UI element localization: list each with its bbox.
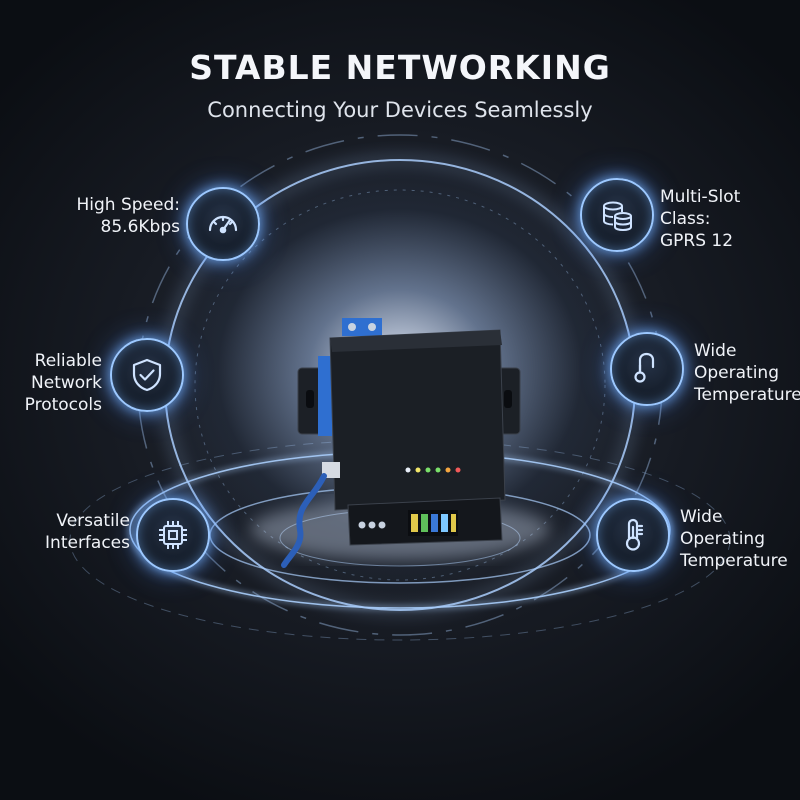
- feature-high-speed-badge: [186, 187, 260, 261]
- feature-multi-slot-badge: [580, 178, 654, 252]
- thermometer-hook-icon: [634, 352, 655, 383]
- thermometer-icon: [625, 518, 644, 551]
- page-title: STABLE NETWORKING: [189, 48, 611, 87]
- shield-check-icon: [132, 358, 162, 392]
- chip-icon: [159, 521, 187, 549]
- feature-protocols-badge: [110, 338, 184, 412]
- database-icon: [603, 201, 632, 232]
- feature-temp-bottom-badge: [596, 498, 670, 572]
- feature-interfaces-badge: [136, 498, 210, 572]
- speedometer-icon: [208, 215, 238, 234]
- feature-high-speed-label: High Speed:85.6Kbps: [76, 195, 181, 237]
- page-subtitle: Connecting Your Devices Seamlessly: [207, 98, 593, 122]
- feature-temp-top-badge: [610, 332, 684, 406]
